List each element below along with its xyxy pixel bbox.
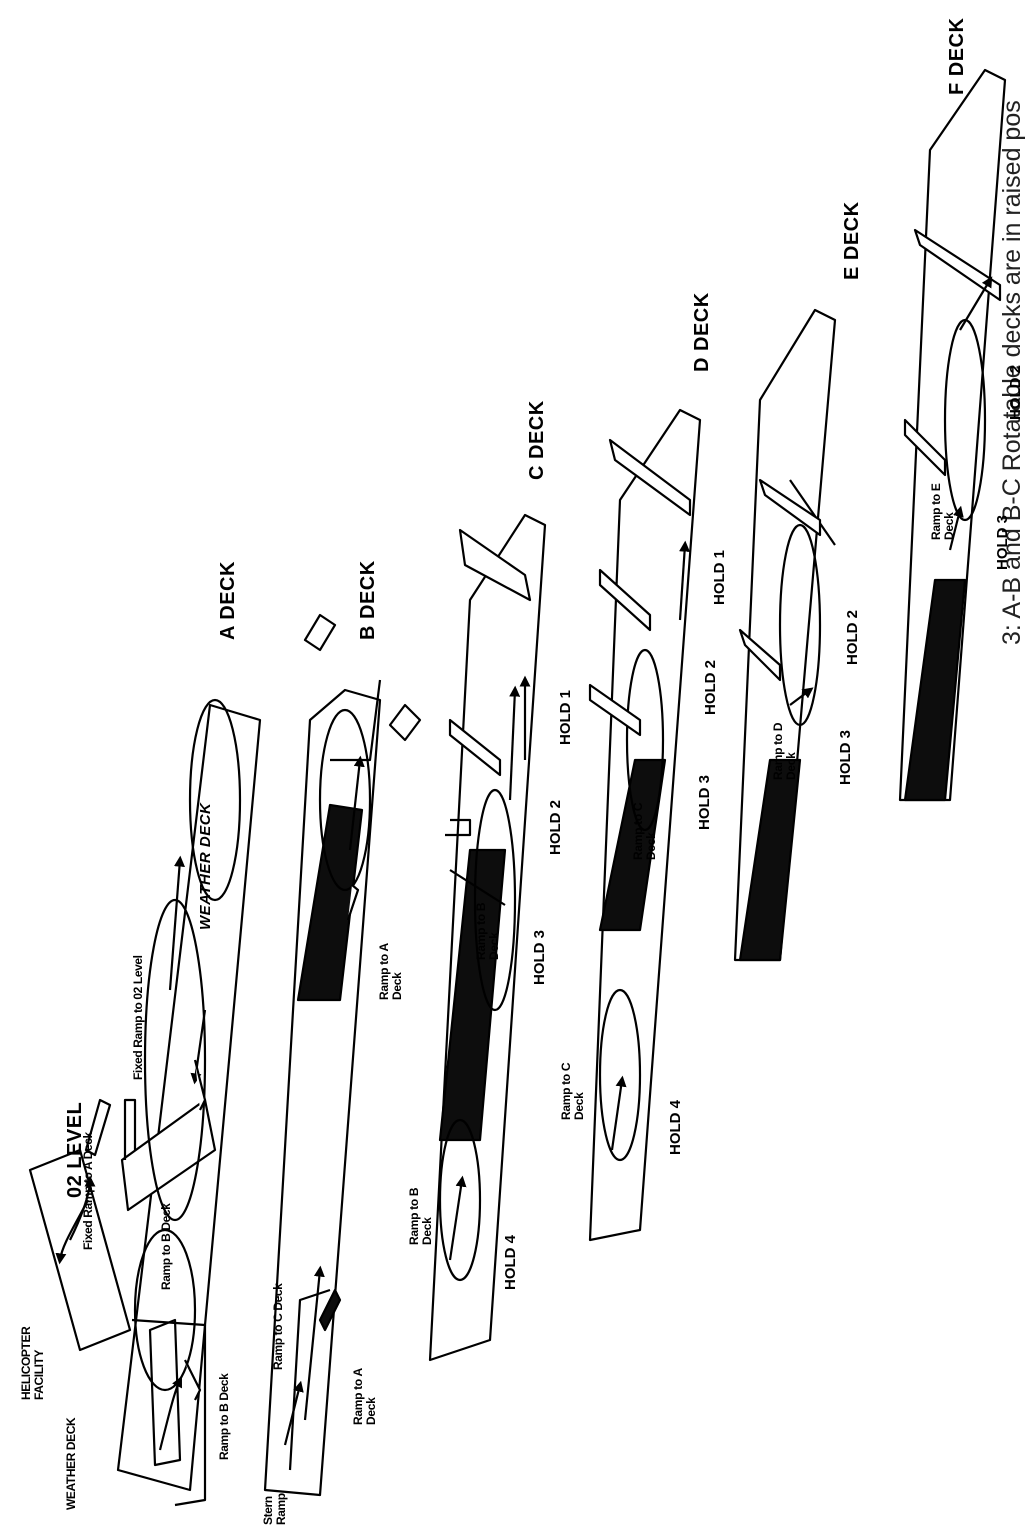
d-deck-title: D DECK (691, 292, 713, 372)
level-02-fixed-ramp-label: Fixed Ramp to A Deck (81, 1132, 95, 1250)
a-ramp-to-b-lower-label: Ramp to B Deck (217, 1373, 231, 1460)
e-hold-3: HOLD 3 (837, 729, 854, 785)
b-deck-title: B DECK (357, 560, 379, 640)
a-deck-hull (116, 698, 262, 1507)
b-ramp-to-c-label: Ramp to C Deck (271, 1283, 285, 1370)
d-deck-hull (588, 408, 702, 1242)
a-weather-deck-label: WEATHER DECK (197, 802, 214, 930)
f-hold-2: HOLD 2 (1007, 364, 1024, 420)
e-ramp-to-d-label: Ramp to D Deck (771, 722, 798, 780)
b-stern-ramp-label: Stern Ramp (261, 1493, 288, 1525)
d-hold-3: HOLD 3 (696, 774, 713, 830)
b-ramp-to-a-lower-label: Ramp to A Deck (351, 1368, 378, 1425)
d-hold-1: HOLD 1 (711, 549, 728, 605)
d-hold-2: HOLD 2 (702, 659, 719, 715)
level-02-platform (28, 1098, 132, 1352)
a-deck-title: A DECK (217, 561, 239, 640)
a-weather-deck-pointer-label: WEATHER DECK (64, 1417, 78, 1510)
e-deck-hull (733, 308, 837, 962)
b-deck-hull (263, 613, 422, 1497)
f-ramp-to-e-label: Ramp to E Deck (929, 483, 956, 540)
d-hold-4: HOLD 4 (667, 1099, 684, 1155)
c-hold-3: HOLD 3 (531, 929, 548, 985)
c-ramp-to-b-lower-label: Ramp to B Deck (407, 1187, 434, 1245)
helicopter-facility-label: HELICOPTER FACILITY (19, 1326, 46, 1400)
c-deck-hull (428, 513, 547, 1362)
f-hold-3: HOLD 3 (994, 514, 1011, 570)
c-ramp-to-b-upper-label: Ramp to B Deck (474, 902, 501, 960)
c-hold-2: HOLD 2 (547, 799, 564, 855)
c-hold-4: HOLD 4 (502, 1234, 519, 1290)
c-deck-title: C DECK (526, 400, 548, 480)
f-deck-hull (898, 68, 1007, 802)
f-deck-title: F DECK (946, 17, 968, 95)
a-ramp-to-b-mid-label: Ramp to B Deck (159, 1203, 173, 1290)
e-hold-2: HOLD 2 (844, 609, 861, 665)
b-ramp-to-a-mid-label: Ramp to A Deck (377, 943, 404, 1000)
d-ramp-to-c-lower-label: Ramp to C Deck (559, 1062, 586, 1120)
e-deck-title: E DECK (841, 201, 863, 280)
d-ramp-to-c-upper-label: Ramp to C Deck (631, 802, 658, 860)
a-fixed-ramp-02-label: Fixed Ramp to 02 Level (131, 955, 145, 1080)
c-hold-1: HOLD 1 (557, 689, 574, 745)
